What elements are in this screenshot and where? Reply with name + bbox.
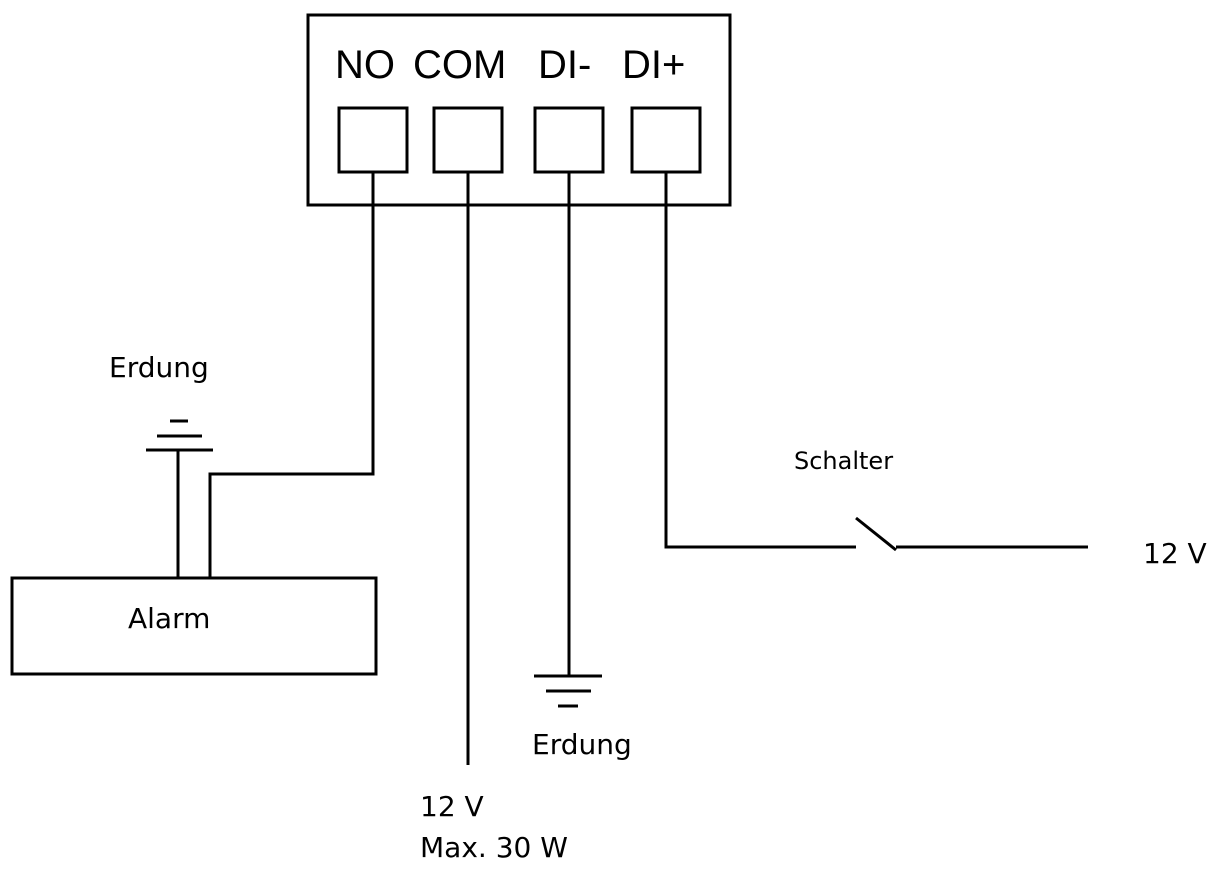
supply-bottom-power: Max. 30 W (420, 831, 568, 864)
terminal-label-no: NO (335, 43, 395, 87)
terminal-di-plus (630, 106, 702, 174)
terminal-di-minus (533, 106, 605, 174)
wire-no-to-alarm (208, 172, 375, 578)
terminal-block: NO COM DI- DI+ (306, 13, 732, 207)
ground-bottom: Erdung (532, 674, 632, 761)
ground-top-label: Erdung (109, 351, 209, 384)
ground-bottom-label: Erdung (532, 728, 632, 761)
alarm: Alarm (10, 576, 378, 676)
terminal-com (432, 106, 504, 174)
terminal-label-di-minus: DI- (538, 43, 591, 87)
switch-lever-icon (855, 516, 897, 552)
terminal-block-housing (306, 13, 732, 207)
switch: Schalter (794, 447, 1088, 552)
terminal-label-di-plus: DI+ (622, 43, 685, 87)
supply-bottom-voltage: 12 V (420, 790, 484, 823)
terminal-label-com: COM (413, 43, 506, 87)
switch-label: Schalter (794, 447, 893, 475)
wire-di-plus-to-switch (664, 172, 856, 549)
supply-right-label: 12 V (1143, 537, 1207, 570)
alarm-box (10, 576, 378, 676)
ground-top: Erdung (109, 351, 213, 578)
terminal-no (337, 106, 409, 174)
alarm-label: Alarm (128, 602, 210, 635)
